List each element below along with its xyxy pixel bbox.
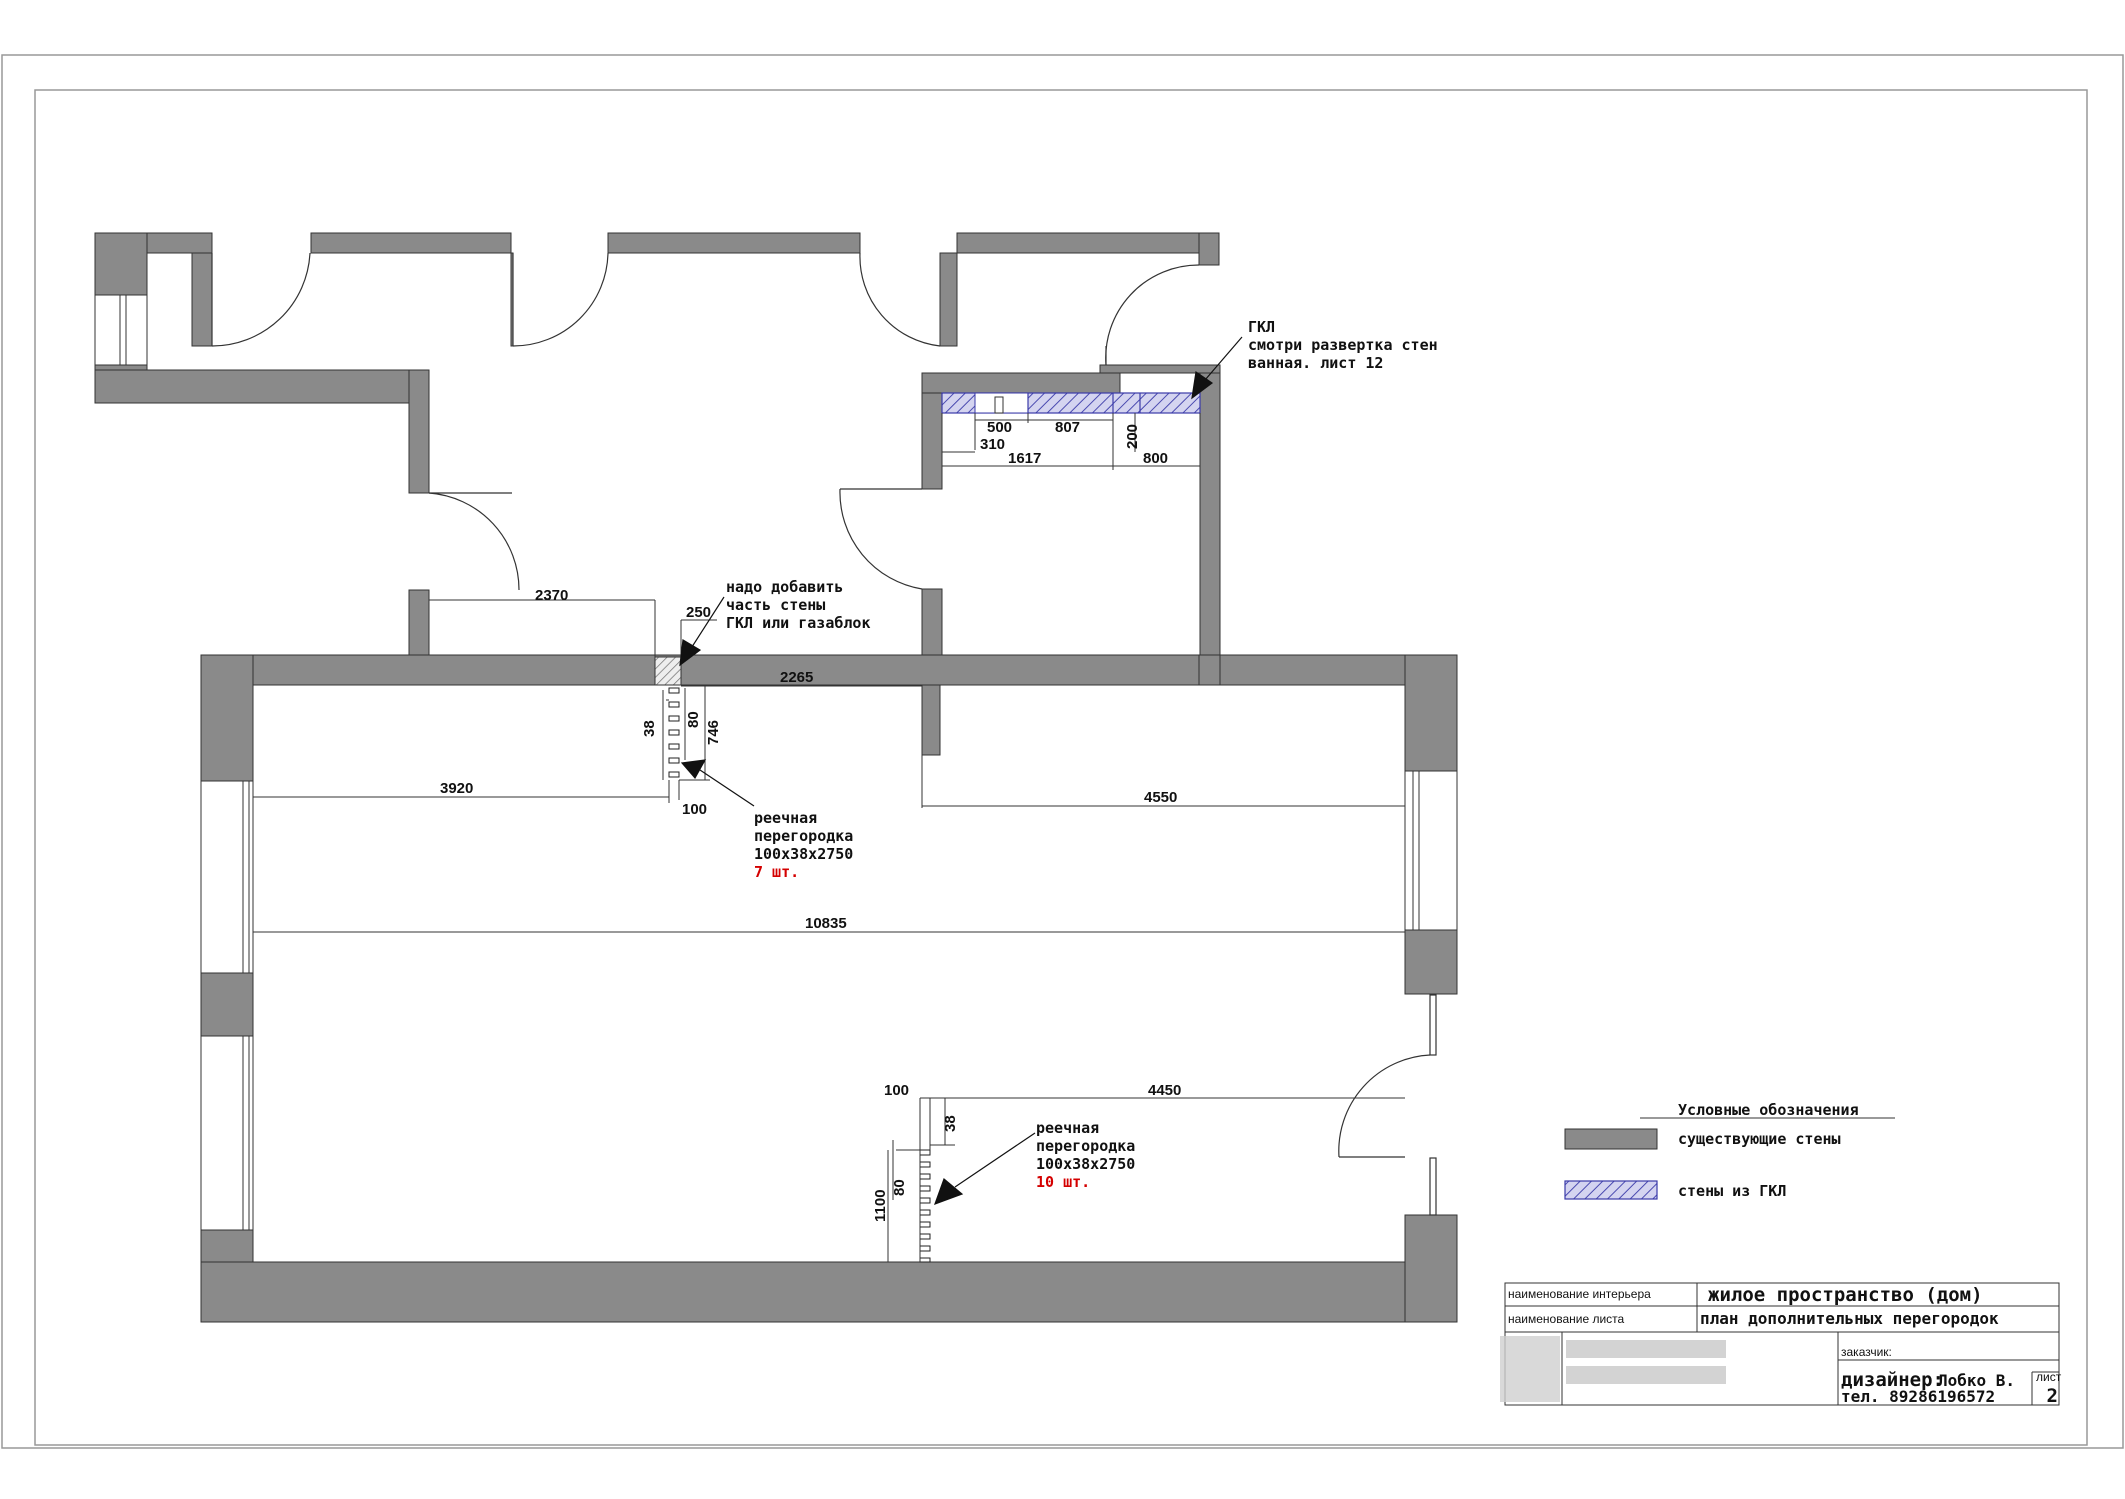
dim-500: 500 — [987, 419, 1012, 436]
svg-text:ГКЛ или газаблок: ГКЛ или газаблок — [726, 614, 871, 632]
dim-1617: 1617 — [1008, 450, 1041, 467]
dim-800: 800 — [1143, 450, 1168, 467]
svg-text:7 шт.: 7 шт. — [754, 863, 799, 881]
dim-4450: 4450 — [1148, 1082, 1181, 1099]
dim-1100: 1100 — [872, 1189, 889, 1222]
tb-sheet-no: 2 — [2047, 1385, 2058, 1407]
dim-38-a: 38 — [641, 720, 658, 737]
tb-sheet-label: наименование листа — [1508, 1312, 1625, 1326]
inner-frame — [34, 89, 2088, 1446]
svg-text:смотри развертка стен: смотри развертка стен — [1248, 336, 1438, 354]
dim-4550: 4550 — [1144, 789, 1177, 806]
note-add-wall: надо добавить часть стены ГКЛ или газабл… — [726, 578, 871, 632]
svg-text:ванная. лист 12: ванная. лист 12 — [1248, 354, 1383, 372]
dim-200: 200 — [1124, 424, 1141, 449]
dim-250: 250 — [686, 604, 711, 621]
dim-2370: 2370 — [535, 587, 568, 604]
tb-phone: тел. 89286196572 — [1841, 1387, 1995, 1406]
dim-10835: 10835 — [805, 915, 847, 932]
dim-80-b: 80 — [891, 1179, 908, 1196]
window-corridor — [94, 294, 148, 366]
slat-partition-2 — [919, 1149, 931, 1263]
svg-text:реечная: реечная — [1036, 1119, 1099, 1137]
outer-frame — [1, 54, 2124, 1449]
legend-existing-label: существующие стены — [1678, 1130, 1841, 1148]
note-partition-1: реечная перегородка 100х38х2750 7 шт. — [754, 809, 853, 881]
legend-title: Условные обозначения — [1678, 1101, 1859, 1119]
tb-customer-label: заказчик: — [1841, 1345, 1892, 1359]
dim-3920: 3920 — [440, 780, 473, 797]
legend-swatch-gkl — [1564, 1180, 1658, 1200]
slat-partition-1 — [668, 687, 680, 778]
svg-text:ГКЛ: ГКЛ — [1248, 318, 1275, 336]
dimension-lines — [253, 413, 1405, 1262]
legend-swatch-existing — [1564, 1128, 1658, 1150]
svg-text:перегородка: перегородка — [754, 827, 853, 845]
gkl-walls — [941, 392, 1201, 414]
tb-designer-name: Лобко В. — [1938, 1371, 2015, 1390]
legend-gkl-label: стены из ГКЛ — [1678, 1182, 1786, 1200]
tb-interior-label: наименование интерьера — [1508, 1287, 1651, 1301]
window-left-2 — [200, 1035, 254, 1231]
leader-arrows — [679, 336, 1243, 1206]
dim-310: 310 — [980, 436, 1005, 453]
svg-text:часть стены: часть стены — [726, 596, 825, 614]
dim-100-a: 100 — [682, 801, 707, 818]
svg-text:перегородка: перегородка — [1036, 1137, 1135, 1155]
door-right — [1338, 994, 1437, 1216]
svg-text:100х38х2750: 100х38х2750 — [1036, 1155, 1135, 1173]
svg-text:10 шт.: 10 шт. — [1036, 1173, 1090, 1191]
dim-100-b: 100 — [884, 1082, 909, 1099]
note-gkl: ГКЛ смотри развертка стен ванная. лист 1… — [1248, 318, 1438, 372]
tb-sheet-no-label: лист — [2036, 1370, 2062, 1384]
door-swings — [211, 252, 1200, 591]
note-partition-2: реечная перегородка 100х38х2750 10 шт. — [1036, 1119, 1135, 1191]
window-left-1 — [200, 780, 254, 974]
tb-sheet-value: план дополнительных перегородок — [1700, 1309, 1999, 1328]
redacted-customer-info — [1500, 1336, 1726, 1402]
existing-walls — [94, 232, 1458, 1323]
added-wall-piece — [654, 656, 682, 686]
tb-interior-value: жилое пространство (дом) — [1708, 1284, 1983, 1306]
svg-text:100х38х2750: 100х38х2750 — [754, 845, 853, 863]
svg-text:надо добавить: надо добавить — [726, 578, 843, 596]
dim-80-a: 80 — [685, 711, 702, 728]
tb-designer-label: дизайнер: — [1841, 1369, 1944, 1391]
window-right — [1404, 770, 1458, 931]
dim-746: 746 — [705, 720, 722, 745]
dim-807: 807 — [1055, 419, 1080, 436]
legend: Условные обозначения существующие стены … — [1564, 1101, 1895, 1200]
dim-2265: 2265 — [780, 669, 813, 686]
svg-text:реечная: реечная — [754, 809, 817, 827]
dim-38-b: 38 — [942, 1115, 959, 1132]
